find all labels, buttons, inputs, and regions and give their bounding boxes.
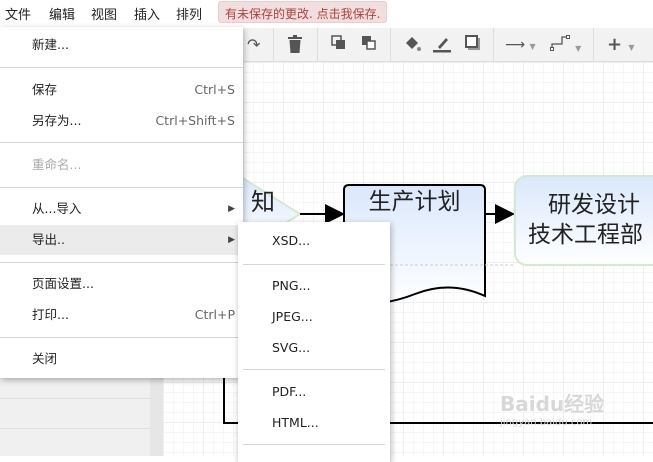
watermark-url: jingyan.baidu.com	[500, 417, 593, 428]
divider	[0, 262, 243, 263]
divider	[0, 187, 243, 188]
label-line-1: 研发设计	[548, 192, 640, 218]
to-front-icon[interactable]	[331, 35, 347, 56]
divider	[0, 398, 150, 399]
divider	[317, 28, 318, 62]
submenu-arrow-icon: ▶	[228, 235, 235, 245]
divider	[0, 428, 150, 429]
unsaved-changes-notice[interactable]: 有未保存的更改. 点击我保存.	[218, 1, 388, 23]
shape-triangle-label: 知	[251, 188, 275, 216]
menu-file[interactable]: 文件	[5, 8, 32, 23]
divider	[243, 369, 385, 370]
connector-line[interactable]	[223, 378, 653, 424]
menu-arrange[interactable]: 排列	[176, 8, 203, 23]
menu-insert[interactable]: 插入	[134, 8, 161, 23]
menu-item-page-setup[interactable]: 页面设置...	[32, 276, 94, 291]
label-line-2: 技术工程部	[528, 222, 643, 248]
export-html[interactable]: HTML...	[272, 415, 319, 430]
export-jpeg[interactable]: JPEG...	[272, 309, 313, 324]
menu-item-rename: 重命名...	[32, 157, 82, 172]
divider	[0, 142, 243, 143]
delete-icon[interactable]	[288, 35, 302, 58]
menu-item-close[interactable]: 关闭	[32, 351, 58, 366]
fill-color-icon[interactable]	[403, 35, 421, 58]
divider	[593, 28, 594, 62]
shape-rounded-rect[interactable]	[514, 175, 653, 266]
submenu-arrow-icon: ▶	[228, 204, 235, 214]
export-svg[interactable]: SVG...	[272, 340, 311, 355]
divider	[390, 28, 391, 62]
menu-item-new[interactable]: 新建...	[32, 37, 69, 52]
redo-icon[interactable]: ↷	[247, 35, 261, 54]
shape-rounded-rect-label: 研发设计 技术工程部	[528, 190, 643, 250]
menu-item-export[interactable]: 导出..▶	[0, 225, 243, 255]
menu-item-print[interactable]: 打印...Ctrl+P	[32, 307, 235, 322]
waypoints-icon[interactable]: ▼	[550, 35, 581, 59]
line-color-icon[interactable]	[432, 35, 452, 58]
insert-plus-icon[interactable]: + ▼	[607, 34, 635, 55]
menu-item-save-as[interactable]: 另存为...Ctrl+Shift+S	[32, 113, 235, 128]
divider	[0, 67, 243, 68]
divider	[243, 264, 385, 265]
divider	[243, 444, 385, 445]
menu-view[interactable]: 视图	[91, 8, 118, 23]
export-xsd[interactable]: XSD...	[272, 233, 311, 248]
export-pdf[interactable]: PDF...	[272, 384, 307, 399]
watermark-logo: Baidu经验	[500, 392, 605, 416]
divider	[273, 28, 274, 62]
divider	[493, 28, 494, 62]
to-back-icon[interactable]	[361, 35, 377, 56]
divider	[0, 337, 243, 338]
export-png[interactable]: PNG...	[272, 278, 311, 293]
menubar: 文件 编辑 视图 插入 排列 有未保存的更改. 点击我保存.	[0, 0, 653, 27]
shape-document-label: 生产计划	[368, 189, 461, 215]
menu-edit[interactable]: 编辑	[49, 8, 76, 23]
connection-arrow-icon[interactable]: ⟶ ▼	[505, 37, 536, 53]
menu-item-import-from[interactable]: 从...导入▶	[0, 194, 243, 224]
shadow-icon[interactable]	[465, 35, 481, 56]
export-submenu: XSD... PNG... JPEG... SVG... PDF... HTML…	[238, 222, 390, 462]
